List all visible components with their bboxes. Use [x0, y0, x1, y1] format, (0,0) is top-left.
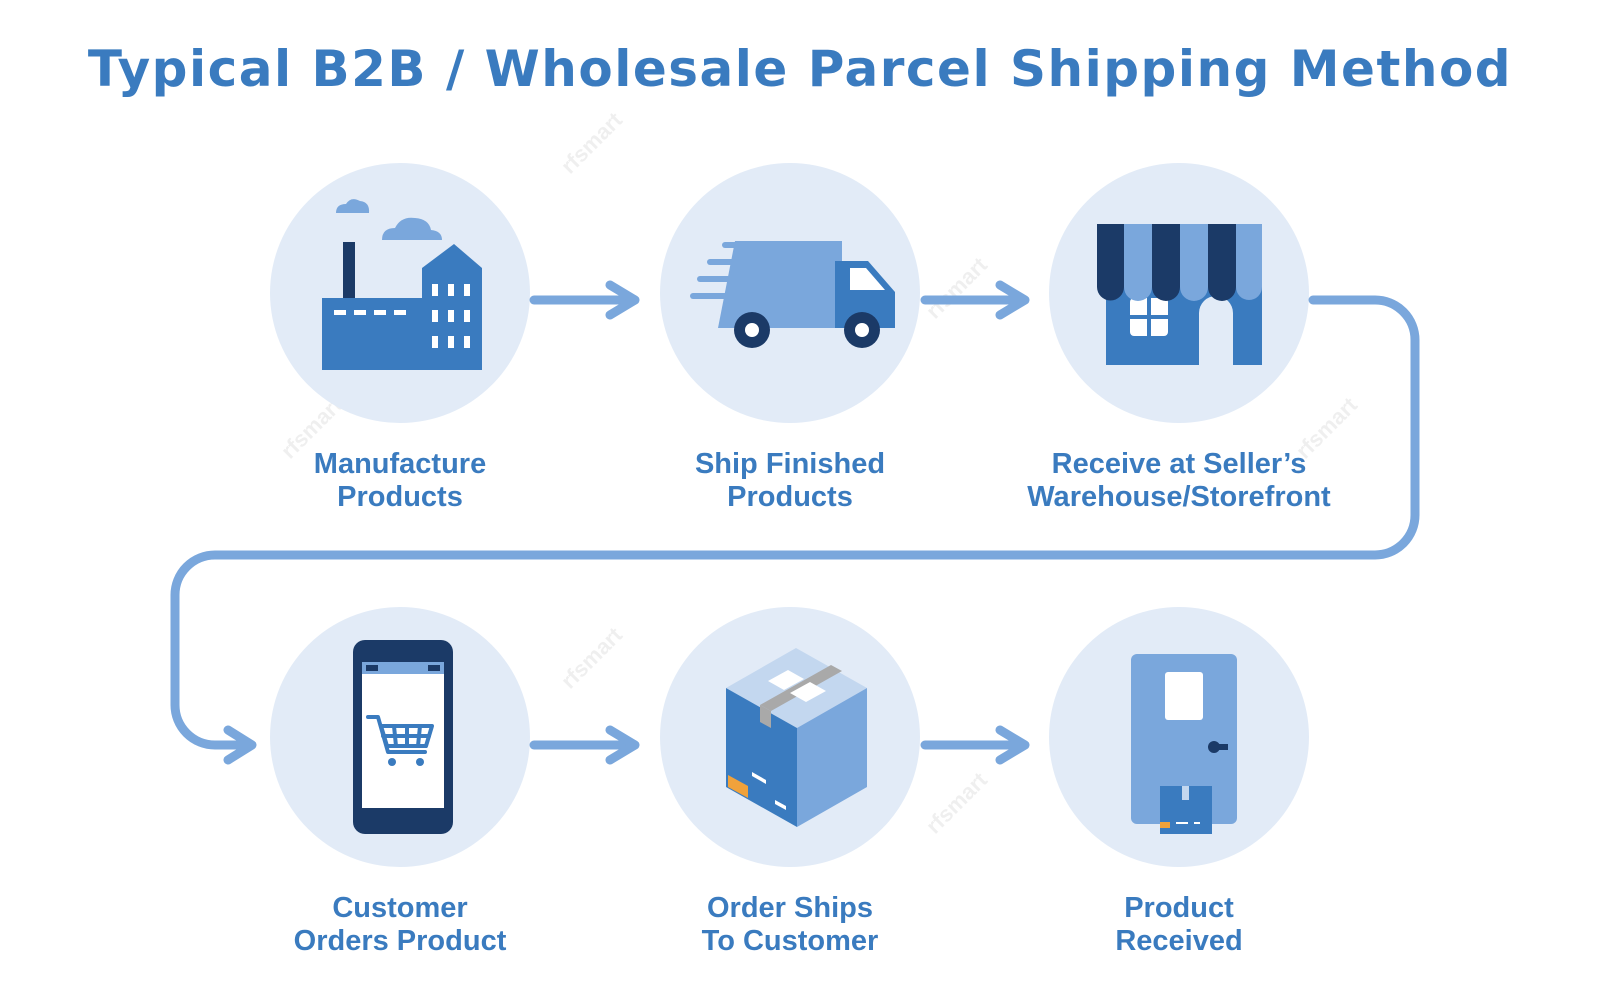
flow-connector-line: [170, 295, 1420, 750]
step-label-line: Manufacture: [313, 448, 487, 480]
watermark: rfsmart: [556, 107, 628, 179]
storefront-icon: [1097, 224, 1262, 365]
step-label-line: Warehouse/Storefront: [1027, 481, 1331, 513]
arrow-right-icon: [529, 725, 640, 765]
delivery-truck-icon: [690, 241, 895, 348]
step-label-line: Order Ships: [707, 892, 873, 924]
step-label-line: Ship Finished: [694, 448, 886, 480]
watermark: rfsmart: [921, 767, 993, 839]
step-label-line: Products: [337, 481, 463, 513]
step-label-line: To Customer: [701, 925, 879, 957]
step-label-line: Orders Product: [293, 925, 507, 957]
shipping-box-icon: [726, 648, 867, 827]
arrow-right-icon: [920, 280, 1030, 320]
arrow-right-icon: [920, 725, 1030, 765]
watermark: rfsmart: [556, 622, 628, 694]
step-label-manufacture: Manufacture Products: [210, 448, 590, 514]
step-label-line: Receive at Seller’s: [1051, 448, 1307, 480]
step-label-ships-customer: Order Ships To Customer: [600, 892, 980, 958]
arrow-right-icon: [223, 725, 257, 765]
door-package-icon: [1131, 654, 1237, 834]
step-label-order: Customer Orders Product: [210, 892, 590, 958]
diagram-title: Typical B2B / Wholesale Parcel Shipping …: [87, 40, 1513, 98]
step-label-ship: Ship Finished Products: [600, 448, 980, 514]
step-label-line: Products: [727, 481, 853, 513]
arrow-right-icon: [529, 280, 640, 320]
step-circle-manufacture: [270, 163, 530, 423]
step-label-received: Product Received: [989, 892, 1369, 958]
step-label-line: Received: [1115, 925, 1243, 957]
step-label-line: Customer: [332, 892, 468, 924]
smartphone-cart-icon: [353, 640, 453, 834]
watermark: rfsmart: [921, 252, 993, 324]
step-label-line: Product: [1124, 892, 1234, 924]
factory-icon: [322, 199, 482, 370]
shopping-cart-icon: [366, 715, 434, 754]
connectors: [170, 280, 1420, 765]
step-label-receive: Receive at Seller’s Warehouse/Storefront: [989, 448, 1369, 514]
